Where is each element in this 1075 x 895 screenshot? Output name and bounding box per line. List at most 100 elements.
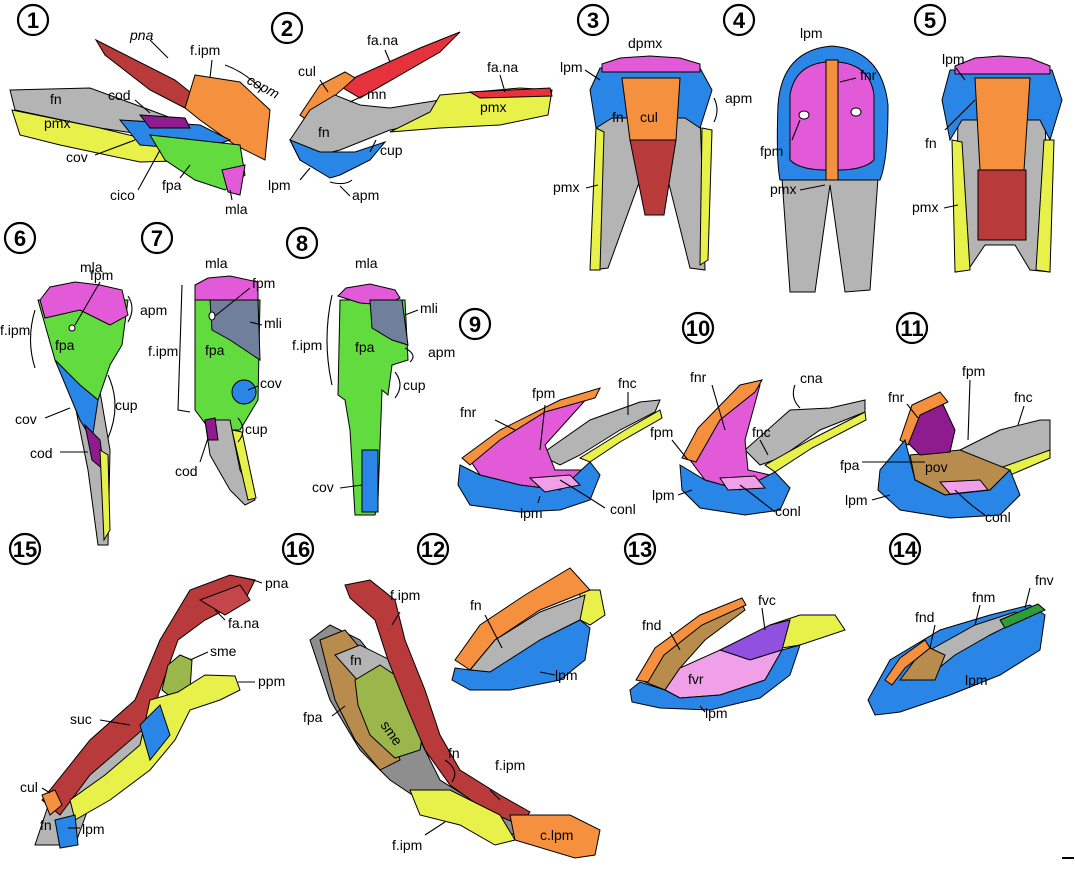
p2-label-cul: cul: [298, 63, 316, 79]
p8-label-f-ipm: f.ipm: [292, 337, 322, 353]
panel-13: 13 fvc fnd fvr lpm: [623, 532, 846, 721]
panel-8-number-badge: 8: [285, 226, 319, 260]
p13-label-lpm: lpm: [705, 705, 728, 721]
p6-label-cov: cov: [15, 411, 37, 427]
p11-label-pov: pov: [925, 459, 948, 475]
p2-lpm-region: [288, 139, 387, 179]
panel-5-number: 5: [924, 8, 936, 33]
p1-cod-region: [138, 114, 191, 129]
panel-5-labels: lpm fn pmx: [912, 51, 976, 215]
p6-fpm-hole: [68, 324, 76, 332]
p8-label-mli: mli: [420, 300, 438, 316]
panel-3-drawing: [589, 55, 713, 271]
p15-fana-region: [198, 584, 251, 616]
panel-11-drawing: [877, 391, 1051, 519]
p1-copm-region: [184, 74, 271, 161]
p6-label-fpm: fpm: [90, 267, 113, 283]
p6-label-apm: apm: [140, 302, 167, 318]
p14-label-fnm: fnm: [972, 589, 995, 605]
p6-label-cod: cod: [30, 445, 53, 461]
panel-9-number: 9: [469, 312, 481, 337]
p1-label-mla: mla: [225, 201, 248, 217]
panel-10-number: 10: [686, 316, 710, 341]
p10-conl-region: [719, 475, 767, 491]
p3-label-apm: apm: [725, 90, 752, 106]
panel-1-number: 1: [27, 8, 39, 33]
panel-12-labels: fn lpm: [470, 597, 578, 683]
p7-label-cov: cov: [260, 375, 282, 391]
panel-6-drawing: [37, 281, 129, 546]
p8-label-cup: cup: [403, 377, 426, 393]
panel-14: 14 fnv fnm fnd lpm: [867, 532, 1054, 716]
p1-label-cod: cod: [108, 87, 131, 103]
panel-4-number-badge: 4: [722, 3, 756, 37]
p8-label-apm: apm: [428, 344, 455, 360]
panel-8-number: 8: [296, 231, 308, 256]
p6-yellow-strip: [99, 449, 111, 542]
p3-label-fn: fn: [612, 109, 624, 125]
p2-fana2-region: [468, 87, 553, 99]
panel-12-number: 12: [421, 537, 445, 562]
p5-magenta-crown: [954, 55, 1051, 75]
p2-label-mn: mn: [367, 86, 386, 102]
p9-label-conl: conl: [610, 501, 636, 517]
p5-darkred-region: [977, 169, 1027, 241]
panel-9: 9 fpm fnc fnr lpm conl: [457, 307, 663, 521]
p4-label-lpm: lpm: [800, 25, 823, 41]
p11-conl-region: [938, 479, 989, 495]
p7-cod-region: [204, 417, 219, 441]
p15-blue-strip: [139, 704, 171, 762]
p14-fnv-region: [999, 603, 1046, 629]
panel-14-labels: fnv fnm fnd lpm: [915, 572, 1054, 688]
panel-7: 7 mla fpm mli f.ipm fpa cov cup co: [140, 221, 282, 506]
panel-9-labels: fpm fnc fnr lpm conl: [460, 375, 637, 521]
p6-label-f-ipm: f.ipm: [0, 322, 30, 338]
panel-3: 3 dpmx lpm apm fn cul pmx: [553, 3, 752, 271]
p7-label-mla: mla: [205, 255, 228, 271]
panel-14-number-badge: 14: [888, 532, 922, 566]
p12-label-fn: fn: [470, 597, 482, 613]
p7-cov-region: [231, 379, 257, 405]
p9-orange-edge: [461, 387, 601, 466]
p3-pmx-right: [699, 127, 713, 266]
panel-6: 6 mla fpm apm f.ipm fpa cup cov cod: [0, 221, 167, 546]
panel-8-labels: mla mli f.ipm fpa apm cup cov: [292, 255, 455, 495]
p6-mla-region: [39, 281, 129, 326]
panel-15-drawing: [34, 574, 256, 849]
panel-6-number-badge: 6: [3, 221, 37, 255]
p1-mla-region: [221, 164, 246, 196]
panel-11-labels: fpm fnr fnc fpa pov lpm conl: [840, 363, 1033, 525]
p5-label-pmx: pmx: [912, 199, 938, 215]
p3-darkred-region: [629, 139, 677, 216]
p1-label-cico: cico: [110, 187, 135, 203]
p5-label-fn: fn: [925, 135, 937, 151]
p13-label-fvc: fvc: [758, 592, 776, 608]
p2-fana-region: [336, 31, 461, 99]
panel-10-labels: fnr cna fpm fnc lpm conl: [650, 369, 823, 519]
p11-orange-edge: [899, 391, 949, 446]
panel-3-number: 3: [587, 8, 599, 33]
p6-cov-region: [54, 359, 99, 442]
p9-conl-region: [528, 474, 582, 493]
p5-orange-region: [974, 77, 1031, 171]
panel-2-drawing: [288, 31, 553, 179]
p1-label-pmx: pmx: [44, 115, 70, 131]
p8-cov-region: [361, 449, 379, 513]
p6-label-cup: cup: [115, 397, 138, 413]
panel-10-drawing: [679, 379, 867, 516]
p14-fnd-region: [899, 647, 946, 681]
p15-lpm-region: [54, 814, 79, 849]
p15-label-fa-na: fa.na: [228, 615, 259, 631]
p5-pmx-left: [951, 139, 971, 273]
p4-fpm-left: [798, 110, 810, 120]
p1-label-fn: fn: [50, 91, 62, 107]
p7-label-f-ipm: f.ipm: [148, 343, 178, 359]
panel-9-number-badge: 9: [458, 307, 492, 341]
p14-label-lpm: lpm: [965, 672, 988, 688]
panel-13-number-badge: 13: [623, 532, 657, 566]
p4-label-fnr: fnr: [860, 67, 877, 83]
p10-label-lpm: lpm: [652, 487, 675, 503]
panel-11: 11 fpm fnr fnc fpa pov lpm conl: [840, 311, 1051, 525]
p4-label-fpm: fpm: [760, 143, 783, 159]
p15-label-sme: sme: [210, 643, 237, 659]
